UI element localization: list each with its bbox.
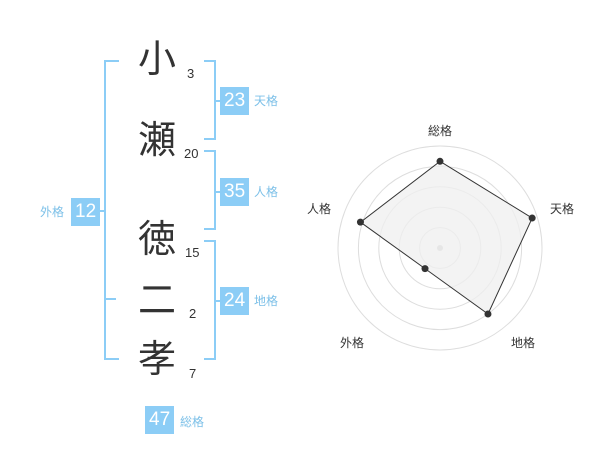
radar-chart: 総格 天格 地格 外格 人格: [307, 123, 574, 351]
name-divider-tick: [104, 298, 116, 300]
name-char-1: 小: [137, 37, 176, 81]
gaikaku-bracket: [104, 60, 119, 360]
radar-point-tenkaku: [528, 214, 536, 222]
chikaku-value-badge: 24: [220, 287, 250, 315]
stroke-count-1: 3: [187, 66, 195, 81]
stroke-count-2: 20: [184, 146, 199, 161]
jinkaku-label: 人格: [254, 185, 279, 199]
radar-point-gaikaku: [421, 265, 429, 273]
stroke-count-3: 15: [185, 245, 200, 260]
radar-area: [359, 160, 533, 315]
axis-label-chikaku: 地格: [511, 335, 535, 350]
axis-label-tenkaku: 天格: [550, 201, 574, 216]
gaikaku-value-badge: 12: [71, 198, 101, 226]
radar-point-jinkaku: [356, 218, 364, 226]
soukaku-value-badge: 47: [145, 406, 175, 434]
stroke-count-5: 7: [189, 366, 197, 381]
axis-label-soukaku: 総格: [428, 123, 452, 138]
jinkaku-bracket: [204, 150, 216, 230]
tenkaku-label: 天格: [254, 94, 279, 108]
name-char-3: 徳: [137, 217, 176, 261]
radar-point-chikaku: [484, 310, 492, 318]
chikaku-bracket-stub: [214, 300, 220, 302]
name-char-2: 瀬: [137, 118, 176, 162]
soukaku-label: 総格: [180, 415, 205, 429]
chikaku-label: 地格: [254, 294, 279, 308]
tenkaku-bracket-stub: [214, 100, 220, 102]
radar-point-soukaku: [436, 157, 444, 165]
gaikaku-label: 外格: [40, 205, 65, 219]
tenkaku-value-badge: 23: [220, 87, 250, 115]
axis-label-gaikaku: 外格: [340, 335, 364, 350]
axis-label-jinkaku: 人格: [307, 201, 331, 216]
name-char-5: 孝: [137, 337, 176, 381]
stroke-count-4: 2: [189, 306, 197, 321]
jinkaku-bracket-stub: [214, 191, 220, 193]
jinkaku-value-badge: 35: [220, 178, 250, 206]
name-char-4: 二: [137, 278, 176, 322]
radar-ring: [337, 145, 543, 351]
radar-points: [356, 157, 536, 318]
gaikaku-bracket-stub: [96, 210, 106, 212]
